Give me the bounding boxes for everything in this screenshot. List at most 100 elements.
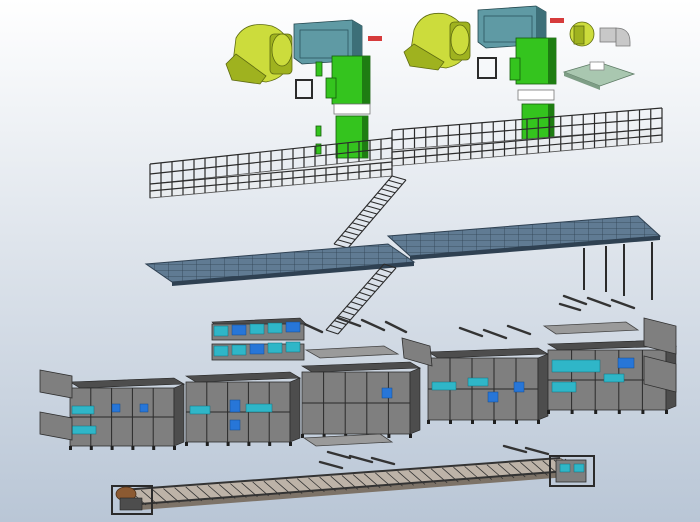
belt-roller bbox=[152, 489, 169, 504]
stair-step bbox=[355, 217, 370, 224]
stair-step bbox=[359, 213, 374, 219]
top-drawer-module bbox=[211, 317, 307, 361]
left-small-panel-a bbox=[315, 61, 323, 77]
loose-rail bbox=[524, 446, 550, 456]
red-valve-left bbox=[368, 36, 382, 41]
drawer-panel bbox=[249, 343, 265, 355]
stair-step bbox=[375, 272, 388, 278]
belt-roller bbox=[453, 466, 470, 482]
belt-roller bbox=[408, 470, 426, 485]
center-plates bbox=[302, 321, 640, 447]
right-small-fan bbox=[569, 21, 595, 47]
belt-roller bbox=[241, 482, 258, 498]
loose-rail bbox=[370, 456, 396, 466]
stairway-lower bbox=[325, 263, 397, 335]
conveyor-icon bbox=[120, 457, 582, 510]
loose-rail bbox=[502, 444, 528, 454]
oven-module-1 bbox=[68, 377, 186, 450]
oven-blue-panel bbox=[487, 391, 499, 403]
right-filter-stack bbox=[509, 37, 557, 149]
oven-foot bbox=[427, 420, 430, 424]
upper-walkway bbox=[149, 107, 663, 199]
belt-roller bbox=[252, 481, 269, 497]
oven-foot bbox=[69, 446, 72, 450]
fan-icon bbox=[225, 24, 293, 85]
red-valve-right bbox=[550, 18, 564, 23]
stair-step bbox=[366, 205, 381, 211]
stair-step bbox=[346, 305, 359, 311]
stairway-upper bbox=[333, 175, 407, 249]
stair-step bbox=[380, 188, 396, 194]
oven-foot bbox=[205, 442, 209, 446]
oven-side bbox=[537, 353, 549, 421]
blower-icon bbox=[293, 19, 363, 65]
exhaust-hood bbox=[562, 61, 636, 90]
loose-rail bbox=[360, 318, 386, 332]
oven-foot bbox=[409, 434, 412, 438]
oven-side bbox=[409, 367, 421, 435]
loose-rail bbox=[326, 450, 352, 460]
oven-foot bbox=[131, 446, 135, 450]
oven-blue-panel bbox=[229, 419, 241, 431]
belt-roller bbox=[285, 479, 303, 494]
stair-step bbox=[384, 183, 399, 190]
stair-step bbox=[351, 222, 367, 228]
oven-blue-panel bbox=[111, 403, 121, 413]
oven-foot bbox=[493, 420, 496, 424]
loose-rail bbox=[458, 326, 484, 338]
loose-rail bbox=[562, 294, 588, 306]
left-blower-unit bbox=[293, 19, 363, 65]
oven-foot bbox=[185, 442, 188, 446]
oven-foot bbox=[641, 410, 645, 414]
drawer-panel bbox=[285, 341, 301, 353]
oven-foot bbox=[665, 410, 668, 414]
oven-foot bbox=[89, 446, 93, 450]
belt-roller bbox=[196, 485, 214, 501]
conveyor-tail-unit bbox=[549, 455, 595, 487]
stair-step bbox=[358, 291, 372, 297]
oven-blue-panel bbox=[139, 403, 149, 413]
oven-blue-panel bbox=[381, 387, 393, 399]
conveyor-drive-motor bbox=[111, 485, 153, 515]
oven-foot bbox=[515, 420, 518, 424]
oven-foot bbox=[110, 446, 114, 450]
drawer-panel bbox=[231, 344, 247, 356]
oven-teal-panel bbox=[603, 373, 625, 383]
belt-roller bbox=[520, 461, 537, 477]
oven-foot bbox=[387, 434, 391, 438]
left-small-panel-b bbox=[315, 125, 322, 137]
belt-roller bbox=[207, 484, 225, 500]
stair-step bbox=[334, 320, 347, 326]
deck-support-legs bbox=[583, 242, 653, 300]
stair-step bbox=[383, 263, 397, 269]
oven-foot bbox=[471, 420, 474, 424]
stair-step bbox=[391, 175, 407, 181]
stair-step bbox=[342, 310, 355, 316]
oven-foot bbox=[301, 434, 304, 438]
oven-foot bbox=[537, 420, 540, 424]
oven-foot bbox=[289, 442, 292, 446]
belt-roller bbox=[174, 487, 191, 503]
stair-step bbox=[371, 277, 384, 283]
belt-roller bbox=[419, 469, 437, 484]
belt-roller bbox=[352, 474, 370, 489]
middle-deck bbox=[144, 215, 662, 300]
belt-roller bbox=[319, 476, 336, 492]
conveyor bbox=[111, 455, 595, 515]
stair-step bbox=[388, 179, 403, 185]
oven-side bbox=[173, 383, 185, 447]
left-small-panel-c bbox=[315, 143, 322, 155]
elbow-duct bbox=[599, 27, 631, 47]
oven-teal-panel bbox=[467, 377, 489, 387]
loose-rail bbox=[348, 454, 374, 464]
stair-step bbox=[329, 324, 343, 330]
loose-rail bbox=[336, 316, 362, 328]
drawer-panel bbox=[213, 325, 229, 337]
side-panels bbox=[39, 317, 677, 441]
right-exhaust-fan bbox=[403, 12, 471, 71]
stair-step bbox=[363, 287, 376, 293]
oven-foot bbox=[449, 420, 452, 424]
oven-teal-panel bbox=[551, 381, 577, 393]
